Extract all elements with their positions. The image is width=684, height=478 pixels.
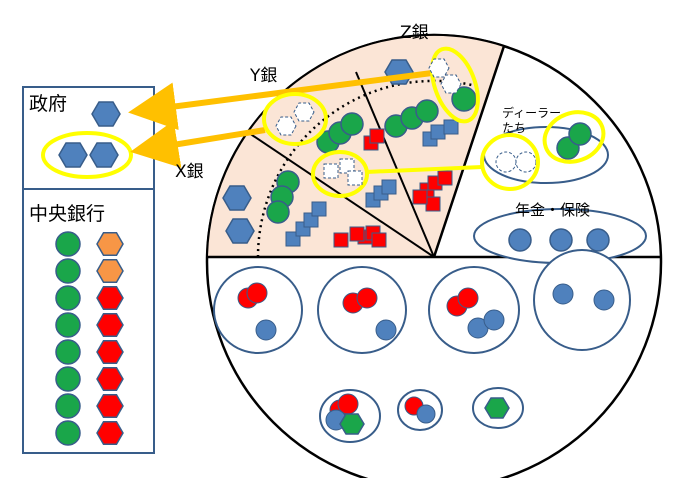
dealers-label: ディーラー たち	[502, 105, 565, 135]
bond-hexagon-icon	[96, 366, 124, 392]
bond-hexagon-icon	[96, 285, 124, 311]
government-label: 政府	[29, 93, 67, 115]
bond-hexagon-icon	[96, 258, 124, 284]
bond-hexagon-icon	[89, 142, 119, 168]
central-bank-bonds	[96, 231, 124, 446]
central-bank-panel: 中央銀行	[22, 188, 155, 454]
reserve-circle-icon	[55, 285, 81, 311]
bank-y-label: Y銀	[249, 66, 277, 86]
reserve-circle-icon	[55, 339, 81, 365]
bond-hexagon-icon	[96, 420, 124, 446]
bond-hexagon-icon	[96, 393, 124, 419]
reserve-circle-icon	[55, 366, 81, 392]
highlights	[262, 46, 606, 198]
reserve-circle-icon	[55, 312, 81, 338]
bond-hexagon-icon	[91, 101, 121, 127]
reserve-circle-icon	[55, 393, 81, 419]
bond-hexagon-icon	[96, 231, 124, 257]
bond-hexagon-icon	[96, 339, 124, 365]
reserve-circle-icon	[55, 420, 81, 446]
government-panel: 政府	[22, 86, 155, 190]
bank-z-label: Z銀	[400, 23, 429, 43]
households	[213, 249, 631, 443]
reserve-circle-icon	[55, 258, 81, 284]
bond-hexagon-icon	[58, 142, 88, 168]
bank-x-assets	[222, 170, 327, 247]
bank-y-assets	[316, 112, 397, 248]
central-bank-label: 中央銀行	[29, 203, 105, 225]
central-bank-reserves	[55, 231, 81, 446]
flow-arrows	[128, 70, 433, 168]
reserve-circle-icon	[55, 231, 81, 257]
pension-label: 年金・保険	[515, 201, 590, 219]
bank-x-label: X銀	[175, 162, 204, 182]
dealers-group	[483, 122, 609, 184]
bond-hexagon-icon	[96, 312, 124, 338]
